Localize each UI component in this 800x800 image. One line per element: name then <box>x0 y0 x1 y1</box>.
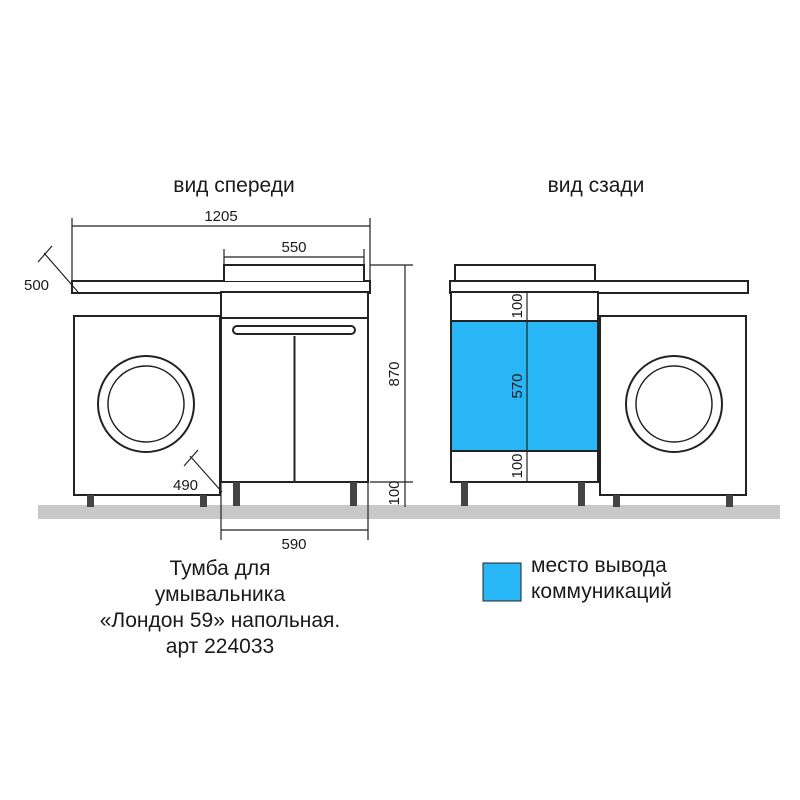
legend-label-line-1: место вывода <box>531 554 667 577</box>
vanity-leg-right <box>350 482 357 506</box>
back-view: вид сзади <box>449 174 749 507</box>
dim-height: 870 <box>386 361 403 386</box>
front-view: вид спереди <box>71 174 371 507</box>
washing-machine <box>73 315 221 496</box>
dim-depth-corner: 500 <box>24 277 49 294</box>
back-washing-machine-door-outer <box>625 355 723 453</box>
back-cabinet-leg-left <box>461 482 468 506</box>
caption-line-3: «Лондон 59» напольная. <box>99 609 341 632</box>
dim-cabinet-depth: 490 <box>173 477 198 494</box>
vanity-leg-left <box>233 482 240 506</box>
washing-machine-leg-right <box>200 495 207 507</box>
back-cabinet-leg-right <box>578 482 585 506</box>
communication-zone <box>452 321 597 451</box>
back-basin <box>454 264 596 281</box>
dim-bottom-offset: 100 <box>509 453 526 478</box>
front-view-title: вид спереди <box>173 174 294 197</box>
basin <box>223 264 365 281</box>
dim-top-offset: 100 <box>509 293 526 318</box>
washing-machine-door-outer <box>97 355 195 453</box>
front-view-dimensions: 1205 550 500 870 100 490 590 <box>24 208 413 553</box>
legend-label-line-2: коммуникаций <box>531 580 672 603</box>
dim-total-width: 1205 <box>204 208 237 225</box>
back-washing-machine-leg-left <box>613 495 620 507</box>
dim-leg-height: 100 <box>386 480 403 505</box>
caption-line-2: умывальника <box>154 583 286 606</box>
back-washing-machine <box>599 315 747 496</box>
legend-swatch <box>482 562 522 602</box>
dim-basin-width: 550 <box>281 239 306 256</box>
vanity-handle <box>232 325 356 335</box>
caption-line-1: Тумба для <box>169 557 271 580</box>
product-caption: Тумба для умывальника «Лондон 59» наполь… <box>60 556 380 660</box>
back-view-title: вид сзади <box>548 174 645 197</box>
caption-line-4: арт 224033 <box>165 635 275 658</box>
dim-zone-height: 570 <box>509 373 526 398</box>
legend-label: место вывода коммуникаций <box>531 553 791 605</box>
dim-cabinet-width: 590 <box>281 536 306 553</box>
washing-machine-door-inner <box>107 365 185 443</box>
back-washing-machine-leg-right <box>726 495 733 507</box>
back-washing-machine-door-inner <box>635 365 713 443</box>
floor <box>38 505 780 519</box>
washing-machine-leg-left <box>87 495 94 507</box>
back-view-dimensions: 100 570 100 <box>509 293 528 482</box>
